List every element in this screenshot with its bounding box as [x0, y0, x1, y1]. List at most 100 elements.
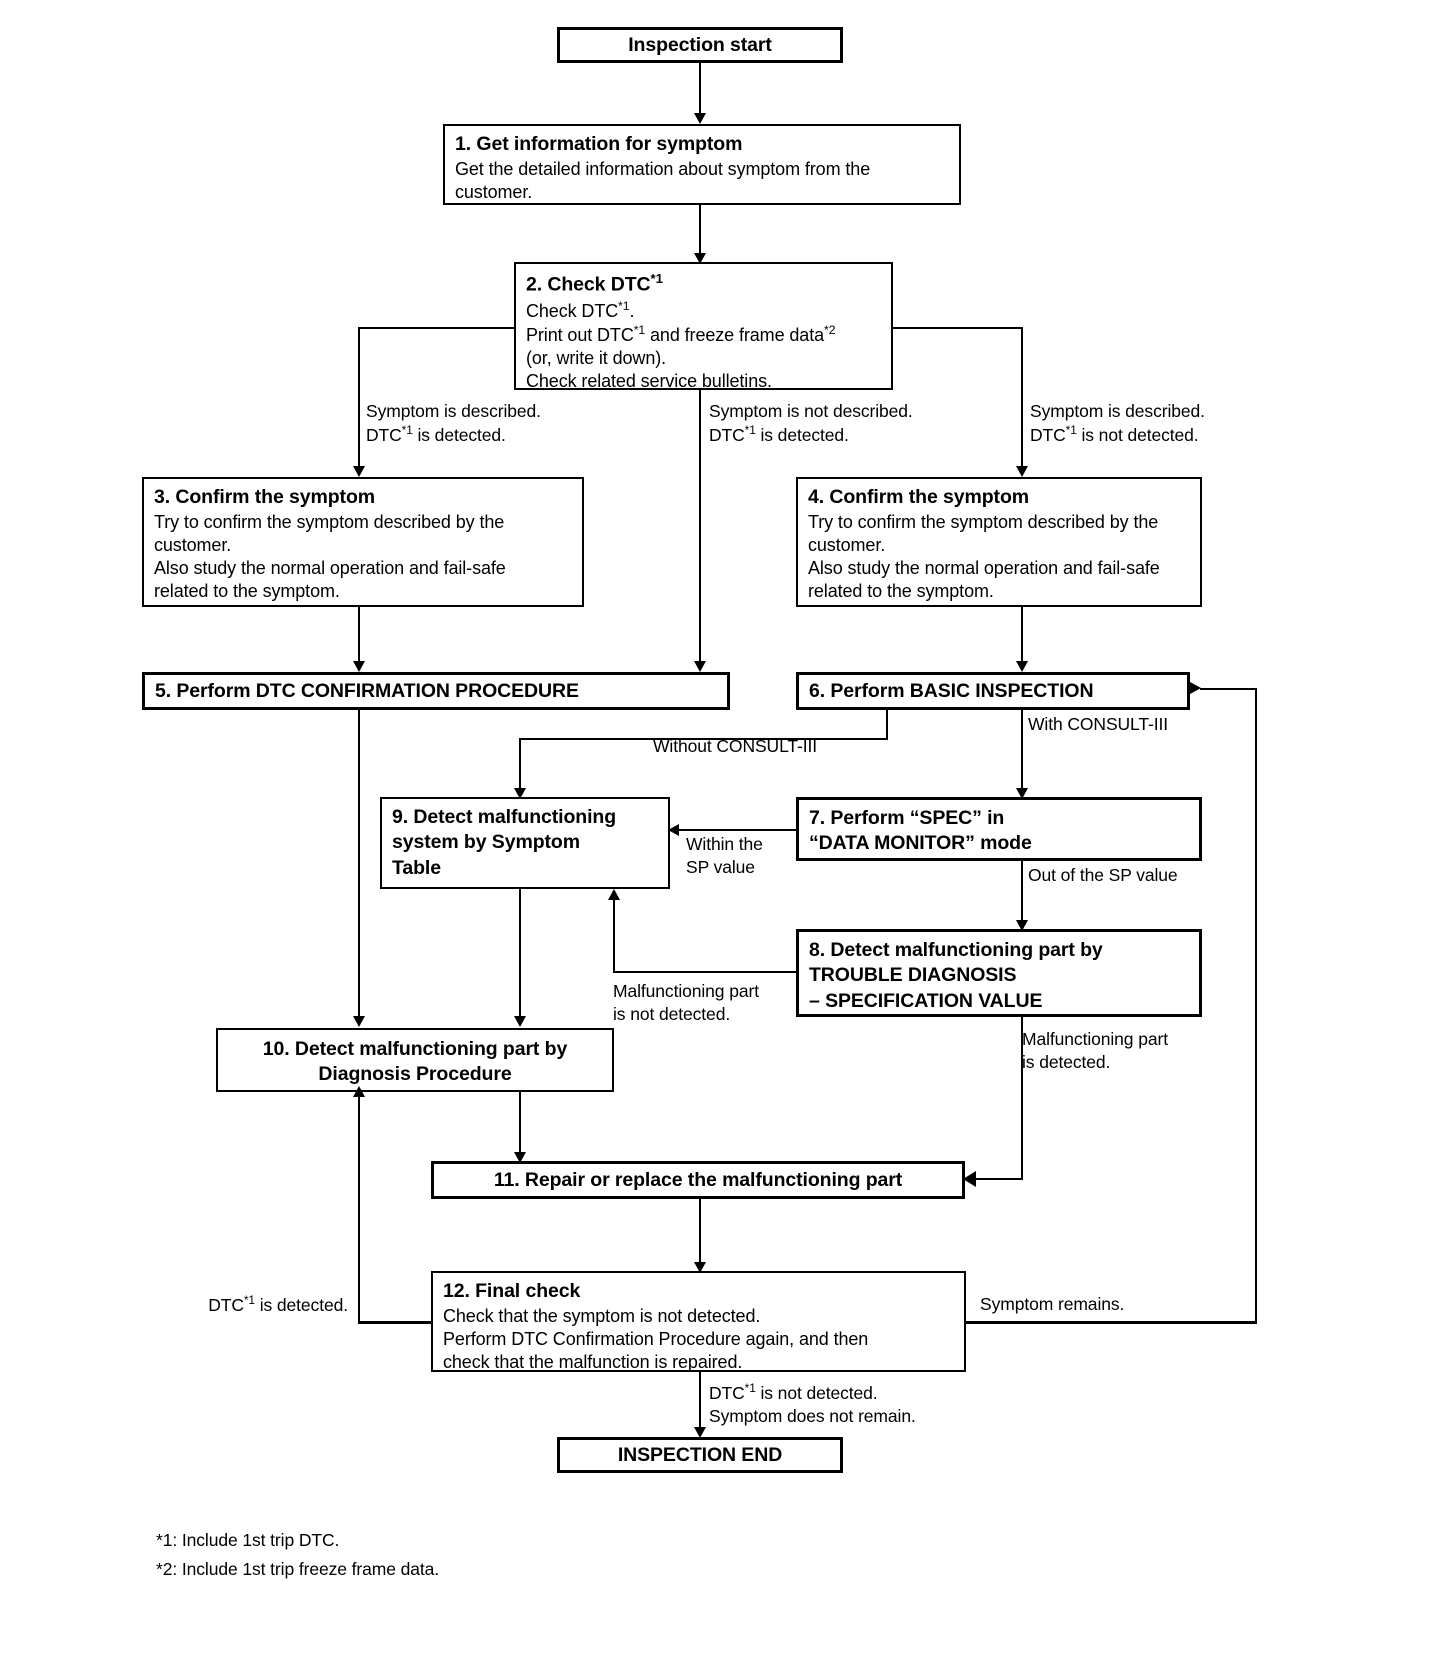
node-inspection-end-title: INSPECTION END [617, 1444, 783, 1466]
node-5-dtc-confirmation-procedure: 5. Perform DTC CONFIRMATION PROCEDURE [142, 672, 730, 710]
edge-6-to-7 [1021, 710, 1023, 795]
edge-8-to-11-vertical [1021, 1017, 1023, 1180]
footnote-marker: *2 [824, 322, 836, 337]
edge-7-to-8 [1021, 861, 1023, 927]
arrowhead-2-to-5 [694, 661, 706, 672]
edge-6-without-consult-horizontal [519, 738, 888, 740]
node-4-title: 4. Confirm the symptom [808, 486, 1029, 508]
node-7-title: 7. Perform “SPEC” in “DATA MONITOR” mode [809, 807, 1032, 855]
node-12-body: Check that the symptom is not detected. … [443, 1306, 869, 1373]
node-12-title: 12. Final check [443, 1280, 581, 1302]
node-10-diagnosis-procedure: 10. Detect malfunctioning part by Diagno… [216, 1028, 614, 1092]
edge-label-part-not-detected: Malfunctioning part is not detected. [613, 981, 759, 1024]
arrowhead-9-to-10 [514, 1016, 526, 1027]
edge-2-right-horizontal [891, 327, 1023, 329]
node-5-title: 5. Perform DTC CONFIRMATION PROCEDURE [155, 680, 579, 702]
node-4-confirm-symptom: 4. Confirm the symptom Try to confirm th… [796, 477, 1202, 607]
edge-label-left: Symptom is described. DTC*1 is detected. [366, 401, 541, 445]
edge-12-to-10-horizontal [358, 1321, 433, 1324]
edge-3-to-5 [358, 607, 360, 668]
footnote-1: *1: Include 1st trip DTC. [156, 1530, 340, 1550]
arrowhead-12-to-end [694, 1427, 706, 1438]
edge-10-to-11 [519, 1092, 521, 1161]
edge-1-to-2 [699, 205, 701, 262]
node-8-title: 8. Detect malfunctioning part by TROUBLE… [809, 939, 1103, 1012]
node-3-body: Try to confirm the symptom described by … [154, 512, 506, 602]
edge-6-without-consult-stub [886, 710, 888, 740]
edge-4-to-6 [1021, 607, 1023, 668]
edge-2-middle-vertical [699, 390, 701, 668]
node-1-body: Get the detailed information about sympt… [455, 159, 871, 203]
footnote-marker: *1 [401, 422, 413, 437]
node-1-get-information: 1. Get information for symptom Get the d… [443, 124, 961, 205]
node-inspection-start: Inspection start [557, 27, 843, 63]
edge-12-to-end [699, 1372, 701, 1436]
arrowhead-2-to-4 [1016, 466, 1028, 477]
footnote-marker: *1 [744, 1381, 756, 1395]
node-10-title: 10. Detect malfunctioning part by Diagno… [262, 1038, 568, 1086]
node-8-trouble-diagnosis: 8. Detect malfunctioning part by TROUBLE… [796, 929, 1202, 1017]
node-9-symptom-table: 9. Detect malfunctioning system by Sympt… [380, 797, 670, 889]
edge-2-left-horizontal [358, 327, 516, 329]
arrowhead-5-to-10 [353, 1016, 365, 1027]
node-11-title: 11. Repair or replace the malfunctioning… [493, 1169, 903, 1191]
node-inspection-end: INSPECTION END [557, 1437, 843, 1473]
node-2-title: 2. Check DTC*1 [526, 271, 663, 296]
arrowhead-3-to-5 [353, 661, 365, 672]
node-3-confirm-symptom: 3. Confirm the symptom Try to confirm th… [142, 477, 584, 607]
node-4-body: Try to confirm the symptom described by … [808, 512, 1160, 602]
edge-label-out-of-sp: Out of the SP value [1028, 865, 1178, 885]
edge-start-to-1 [699, 63, 701, 119]
footnote-marker: *1 [633, 322, 646, 337]
edge-label-part-detected: Malfunctioning part is detected. [1022, 1029, 1168, 1072]
arrowhead-4-to-6 [1016, 661, 1028, 672]
arrowhead-2-to-3 [353, 466, 365, 477]
edge-8-to-9-horizontal [613, 971, 797, 973]
footnote-marker: *1 [618, 298, 630, 313]
edge-12-to-6-horizontal-out [964, 1321, 1257, 1324]
arrowhead-7-to-9 [668, 824, 679, 836]
edge-12-to-6-horizontal-in [1200, 688, 1256, 690]
edge-6-without-consult-vertical [519, 738, 521, 795]
edge-5-to-10 [358, 710, 360, 1023]
node-9-title: 9. Detect malfunctioning system by Sympt… [392, 806, 617, 879]
arrowhead-8-to-11 [963, 1171, 976, 1187]
arrowhead-to-9 [514, 788, 526, 799]
node-2-check-dtc: 2. Check DTC*1 Check DTC*1. Print out DT… [514, 262, 893, 391]
node-inspection-start-title: Inspection start [628, 34, 772, 56]
footnote-marker: *1 [243, 1293, 255, 1307]
edge-11-to-12 [699, 1199, 701, 1271]
footnote-marker: *1 [650, 271, 663, 286]
node-3-title: 3. Confirm the symptom [154, 486, 375, 508]
footnote-marker: *1 [744, 422, 756, 437]
node-7-perform-spec: 7. Perform “SPEC” in “DATA MONITOR” mode [796, 797, 1202, 861]
arrowhead-1-to-2 [694, 253, 706, 264]
arrowhead-start-to-1 [694, 113, 706, 124]
edge-7-to-9 [676, 829, 798, 831]
node-6-basic-inspection: 6. Perform BASIC INSPECTION [796, 672, 1190, 710]
edge-8-to-9-vertical [613, 896, 615, 972]
edge-label-dtc-detected: DTC*1 is detected. [208, 1293, 348, 1315]
footnote-2: *2: Include 1st trip freeze frame data. [156, 1559, 440, 1579]
node-6-title: 6. Perform BASIC INSPECTION [809, 680, 1094, 702]
edge-2-left-vertical [358, 327, 360, 473]
edge-label-symptom-remains: Symptom remains. [980, 1294, 1125, 1314]
edge-label-within-sp: Within the SP value [686, 834, 763, 877]
node-1-title: 1. Get information for symptom [455, 133, 743, 155]
edge-label-finish: DTC*1 is not detected. Symptom does not … [709, 1381, 916, 1426]
node-2-body: Check DTC*1. Print out DTC*1 and freeze … [526, 298, 836, 391]
edge-9-to-10 [519, 889, 521, 1023]
arrowhead-7-to-8 [1016, 920, 1028, 931]
arrowhead-10-to-11 [514, 1152, 526, 1163]
arrowhead-12-to-6 [1190, 682, 1201, 694]
arrowhead-11-to-12 [694, 1262, 706, 1273]
edge-2-right-vertical [1021, 327, 1023, 473]
arrowhead-6-to-7 [1016, 788, 1028, 799]
node-11-repair-replace: 11. Repair or replace the malfunctioning… [431, 1161, 965, 1199]
edge-12-to-10-vertical [358, 1092, 360, 1323]
node-12-final-check: 12. Final check Check that the symptom i… [431, 1271, 966, 1372]
edge-label-without-consult: Without CONSULT-III [653, 736, 818, 756]
edge-8-to-11-horizontal [975, 1178, 1023, 1180]
footnote-marker: *1 [1065, 422, 1077, 437]
